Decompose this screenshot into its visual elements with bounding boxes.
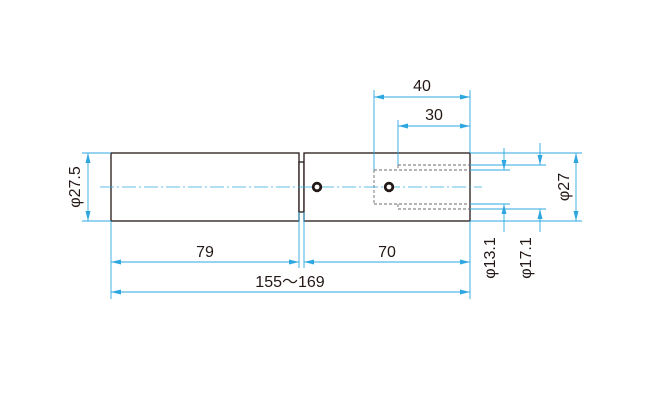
- dim-diameter-bore-small: φ13.1: [470, 148, 510, 279]
- right-length-label: 70: [378, 244, 396, 261]
- pin-hole-right: [383, 181, 395, 193]
- dim-bore-depth-30: 30: [397, 107, 470, 165]
- diameter-left-label: φ27.5: [67, 166, 84, 208]
- diameter-bore-small-label: φ13.1: [482, 237, 499, 279]
- bore-depth-30-label: 30: [425, 107, 443, 124]
- dim-diameter-right: φ27: [470, 152, 582, 222]
- dim-diameter-left: φ27.5: [67, 152, 111, 222]
- bore-depth-40-label: 40: [413, 78, 431, 95]
- pin-hole-left: [311, 181, 323, 193]
- dim-left-length: 79: [111, 212, 305, 268]
- diameter-bore-large-label: φ17.1: [518, 237, 535, 279]
- dim-bore-depth-40: 40: [373, 78, 471, 170]
- diameter-right-label: φ27: [556, 173, 573, 201]
- left-length-label: 79: [196, 244, 214, 261]
- dim-overall-length: 155〜169: [110, 221, 471, 299]
- dim-right-length: 70: [304, 244, 470, 265]
- overall-length-label: 155〜169: [255, 274, 324, 291]
- dim-diameter-bore-large: φ17.1: [470, 143, 546, 279]
